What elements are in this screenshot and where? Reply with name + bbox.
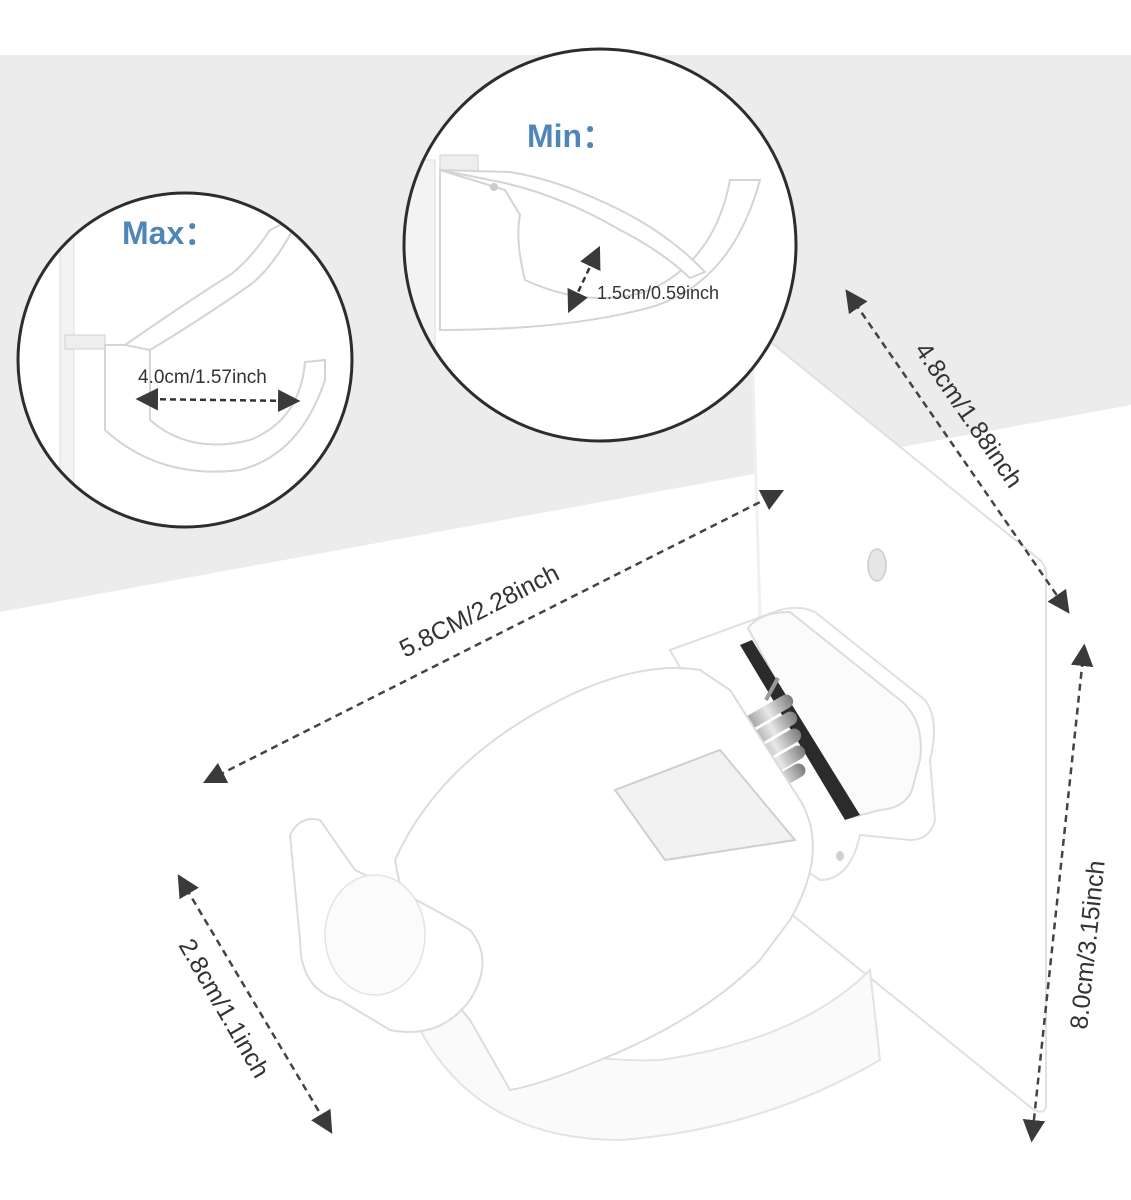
- min-title: Min：: [527, 118, 614, 154]
- min-measurement: 1.5cm/0.59inch: [597, 283, 719, 303]
- height-label: 8.0cm/3.15inch: [1065, 859, 1111, 1031]
- min-opening-detail: Min： 1.5cm/0.59inch: [402, 47, 798, 443]
- max-title: Max：: [122, 215, 216, 251]
- max-opening-detail: Max： 4.0cm/1.57inch: [16, 191, 354, 529]
- max-measurement: 4.0cm/1.57inch: [138, 367, 267, 388]
- plate-screw-hole: [867, 548, 887, 582]
- min-dimension-line: [567, 245, 601, 314]
- clamp-width-label: 2.8cm/1.1inch: [173, 934, 275, 1083]
- max-dimension-line: [135, 387, 301, 413]
- length-label: 5.8CM/2.28inch: [395, 559, 564, 663]
